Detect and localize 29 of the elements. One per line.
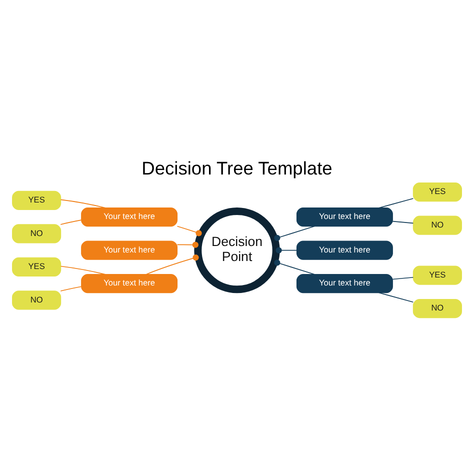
node-box: YES bbox=[412, 182, 462, 202]
node-box: NO bbox=[412, 216, 462, 235]
node-box: Your text here bbox=[296, 274, 393, 294]
connector bbox=[176, 226, 202, 236]
connector bbox=[60, 286, 82, 292]
node-box: YES bbox=[12, 190, 62, 210]
connector bbox=[392, 276, 414, 280]
node-box: Your text here bbox=[81, 274, 178, 294]
connector bbox=[176, 242, 198, 248]
node-box: Your text here bbox=[81, 240, 178, 260]
node-box: YES bbox=[412, 266, 462, 285]
connector bbox=[274, 226, 315, 242]
diagram-title: Decision Tree Template bbox=[142, 157, 332, 178]
node-box: Your text here bbox=[296, 240, 393, 260]
connector bbox=[378, 198, 414, 208]
connector bbox=[392, 220, 414, 224]
connector bbox=[274, 260, 315, 275]
connector bbox=[146, 254, 199, 275]
node-box: YES bbox=[12, 257, 62, 276]
connector bbox=[60, 220, 82, 225]
node-box: NO bbox=[412, 298, 462, 318]
connector bbox=[378, 292, 414, 303]
connector bbox=[276, 247, 297, 254]
node-box: NO bbox=[12, 224, 62, 244]
connector bbox=[60, 266, 106, 275]
node-box: Your text here bbox=[296, 207, 393, 227]
node-box: Your text here bbox=[81, 207, 178, 227]
node-box: NO bbox=[12, 290, 62, 310]
connector bbox=[60, 199, 106, 208]
